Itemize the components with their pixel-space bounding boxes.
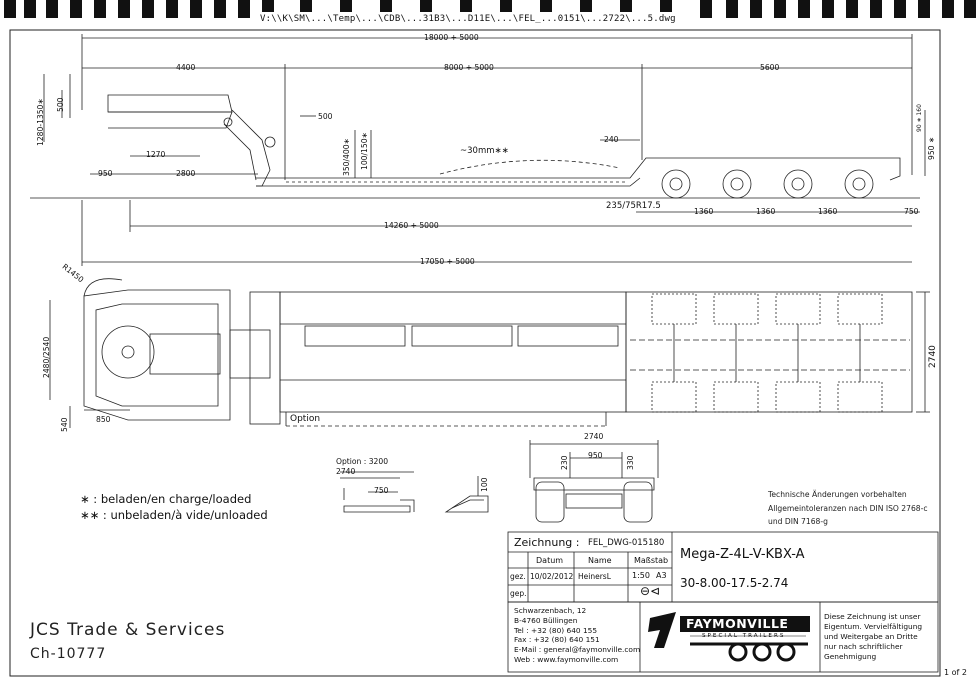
tb-gez-label: gez.: [510, 572, 526, 581]
dim-deck-height: 350/400∗: [342, 138, 351, 176]
detail-rear-230: 230: [560, 455, 569, 471]
detail-rear-330: 330: [626, 455, 635, 471]
dim-gooseneck-length: 2800: [176, 169, 196, 178]
address-line: Tel : +32 (80) 640 155: [514, 625, 598, 635]
address-line: Fax : +32 (80) 640 151: [514, 635, 600, 645]
copyright-line: nur nach schriftlicher: [824, 642, 903, 651]
address-line: Schwarzenbach, 12: [514, 606, 587, 615]
page-number: 1 of 2: [944, 668, 967, 677]
tb-zeichnung-value: FEL_DWG-015180: [588, 538, 665, 548]
dim-rear-section: 5600: [760, 63, 780, 72]
dim-camber: ~30mm∗∗: [460, 146, 509, 156]
detail-rear-950: 950: [588, 451, 603, 460]
dim-neck-width: 850: [96, 415, 111, 424]
detail-ext-750: 750: [374, 486, 389, 495]
tb-copyright: Diese Zeichnung ist unser Eigentum. Verv…: [824, 612, 922, 662]
tb-datum-label: Datum: [536, 556, 564, 565]
dim-overall-width: 2740: [928, 345, 938, 368]
binding-strip: [0, 0, 980, 26]
tb-gez-name: HeinersL: [578, 572, 611, 581]
dim-loading-length: 14260 + 5000: [384, 221, 439, 230]
dim-rear-overhang: 750: [904, 207, 919, 216]
dim-front-section: 4400: [176, 63, 196, 72]
tech-note-1: Technische Änderungen vorbehalten: [768, 490, 907, 499]
tb-gep-label: gep.: [510, 589, 527, 598]
detail-width-2740: 2740: [336, 467, 356, 476]
legend-unladen: ∗∗ : unbeladen/à vide/unloaded: [80, 508, 268, 522]
plan-option-label: Option: [290, 414, 321, 424]
dim-rear-height: 950 ∗: [927, 136, 936, 160]
brand-subtitle: SPECIAL TRAILERS: [702, 633, 786, 639]
tb-spec: 30-8.00-17.5-2.74: [680, 576, 789, 590]
legend-laden: ∗ : beladen/en charge/loaded: [80, 492, 252, 506]
brand-name: FAYMONVILLE: [686, 616, 789, 631]
copyright-line: Diese Zeichnung ist unser: [824, 612, 921, 621]
faymonville-logo-mark: [648, 612, 810, 662]
dim-axle-spacing-2: 1360: [756, 207, 776, 216]
dim-width-neck: 2480/2540: [42, 336, 51, 378]
dim-total-length: 17050 + 5000: [420, 257, 475, 266]
dim-neck-height: 500: [56, 97, 65, 113]
tb-address: Schwarzenbach, 12 B-4760 Büllingen Tel :…: [514, 606, 640, 665]
company-name: JCS Trade & Services: [30, 620, 226, 640]
dim-rear-step: 240: [604, 135, 619, 144]
address-line: Web : www.faymonville.com: [514, 654, 619, 664]
detail-rear-width: 2740: [584, 432, 604, 441]
address-line: B-4760 Büllingen: [514, 615, 578, 625]
dim-rear-height-small: 90 ∗ 160: [916, 104, 923, 132]
tech-note-2: Allgemeintoleranzen nach DIN ISO 2768-c: [768, 504, 928, 513]
detail-ramp-100: 100: [480, 477, 489, 493]
tb-name-label: Name: [588, 556, 612, 565]
tb-gez-date: 10/02/2012: [530, 572, 574, 581]
dim-step: 500: [318, 112, 333, 121]
dim-kingpin: 1270: [146, 150, 166, 159]
dim-kingpin-setback: 540: [60, 417, 69, 433]
dim-tyre: 235/75R17.5: [606, 201, 661, 211]
copyright-line: und Weitergabe an Dritte: [824, 632, 918, 641]
tech-note-3: und DIN 7168-g: [768, 517, 828, 526]
tb-zeichnung-label: Zeichnung :: [514, 536, 580, 549]
company-ref: Ch-10777: [30, 646, 107, 662]
copyright-line: Eigentum. Vervielfältigung: [824, 622, 923, 631]
dim-deck-height-unladen: 100/150∗: [360, 132, 369, 170]
tb-massstab-label: Maßstab: [634, 556, 669, 565]
dim-axle-spacing-3: 1360: [818, 207, 838, 216]
tb-scale: 1:50: [632, 571, 650, 580]
detail-option-width: Option : 3200: [336, 457, 389, 466]
dim-middle-section: 8000 + 5000: [444, 63, 494, 72]
dim-coupling-height: 1280-1350∗: [36, 98, 45, 146]
dim-axle-spacing-1: 1360: [694, 207, 714, 216]
address-line: E-Mail : general@faymonville.com: [514, 645, 641, 655]
tb-model: Mega-Z-4L-V-KBX-A: [680, 547, 805, 562]
dim-front-overhang: 950: [98, 169, 113, 178]
copyright-line: Genehmigung: [824, 652, 877, 661]
tb-format: A3: [656, 571, 667, 580]
dim-overall-length: 18000 + 5000: [424, 33, 479, 42]
file-path: V:\\K\SM\...\Temp\...\CDB\...31B3\...D11…: [260, 14, 676, 24]
projection-symbol-icon: ⊖⊲: [640, 584, 661, 598]
